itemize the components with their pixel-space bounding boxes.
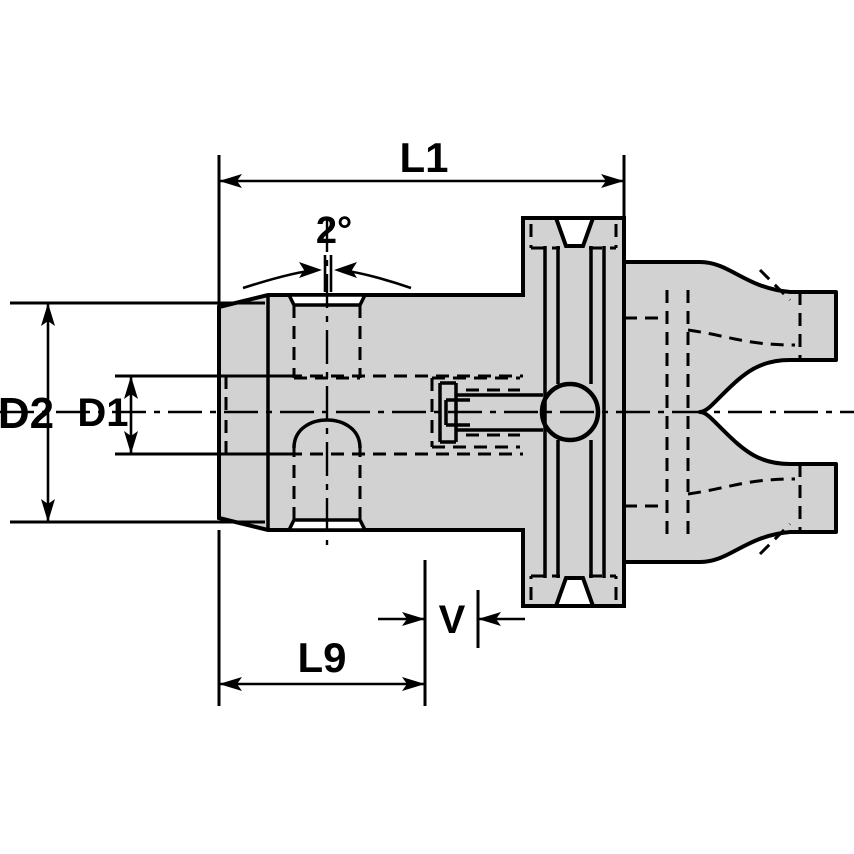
D1-arrow-bottom <box>124 431 138 454</box>
angle-arrow-right <box>334 262 357 278</box>
angle-2deg-label: 2° <box>316 210 352 252</box>
flange-v-groove-top <box>553 216 596 248</box>
screw-slot <box>444 398 470 427</box>
dimension-L9: L9 <box>217 530 425 706</box>
hidden-fork-top-curve <box>687 328 796 347</box>
D2-arrow-bottom <box>41 499 55 522</box>
V-label: V <box>439 598 466 642</box>
V-arrow-right <box>478 612 501 626</box>
L1-label: L1 <box>399 134 448 181</box>
L1-arrow-left <box>219 174 242 188</box>
D1-label: D1 <box>77 391 128 435</box>
dimension-D2: D2 <box>0 301 265 524</box>
screw-shank-outline <box>456 393 543 432</box>
L9-arrow-right <box>402 677 425 691</box>
hidden-fork-ear-top <box>758 268 792 302</box>
dimension-angle-2deg: 2° <box>242 210 412 292</box>
hidden-fork-ear-bot <box>758 522 792 556</box>
D2-arrow-top <box>41 303 55 326</box>
visible-internal-detail <box>266 218 626 606</box>
centerlines <box>0 218 854 545</box>
V-arrow-left <box>402 612 425 626</box>
angle-arrow-left <box>299 262 322 278</box>
dimension-D1: D1 <box>77 374 290 456</box>
hidden-fork-bot-curve <box>687 477 796 496</box>
L1-arrow-right <box>601 174 624 188</box>
D2-label: D2 <box>0 389 54 438</box>
D1-arrow-top <box>124 376 138 399</box>
L9-arrow-left <box>219 677 242 691</box>
dimension-L1: L1 <box>217 134 626 310</box>
flange-v-groove-bottom <box>553 576 596 608</box>
L9-label: L9 <box>297 634 346 681</box>
dimension-V: V <box>378 560 525 706</box>
